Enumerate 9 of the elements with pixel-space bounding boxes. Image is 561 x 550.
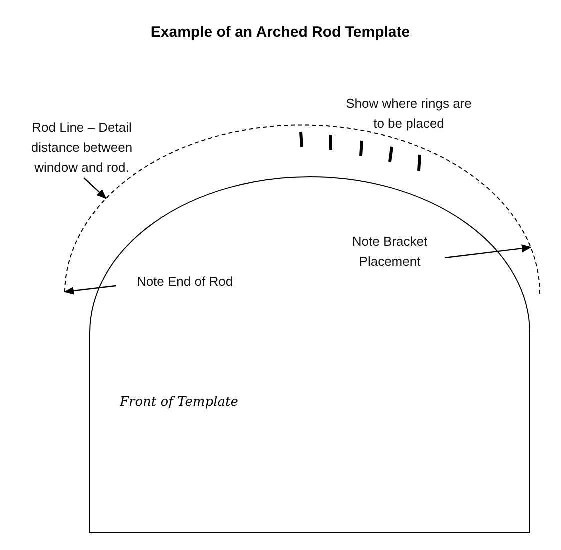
callout-text: Show where rings are to be placed: [346, 95, 472, 133]
callout-text: Note End of Rod: [120, 272, 250, 292]
callout-text: Note Bracket Placement: [330, 232, 450, 272]
callout-text: Rod Line – Detail distance between window and rod.: [14, 118, 150, 178]
title: Example of an Arched Rod Template: [150, 24, 412, 41]
leader-arrow: [444, 244, 532, 259]
leader-arrow: [84, 178, 107, 200]
leader-arrow: [64, 285, 116, 295]
template-label: Front of Template: [120, 395, 238, 410]
